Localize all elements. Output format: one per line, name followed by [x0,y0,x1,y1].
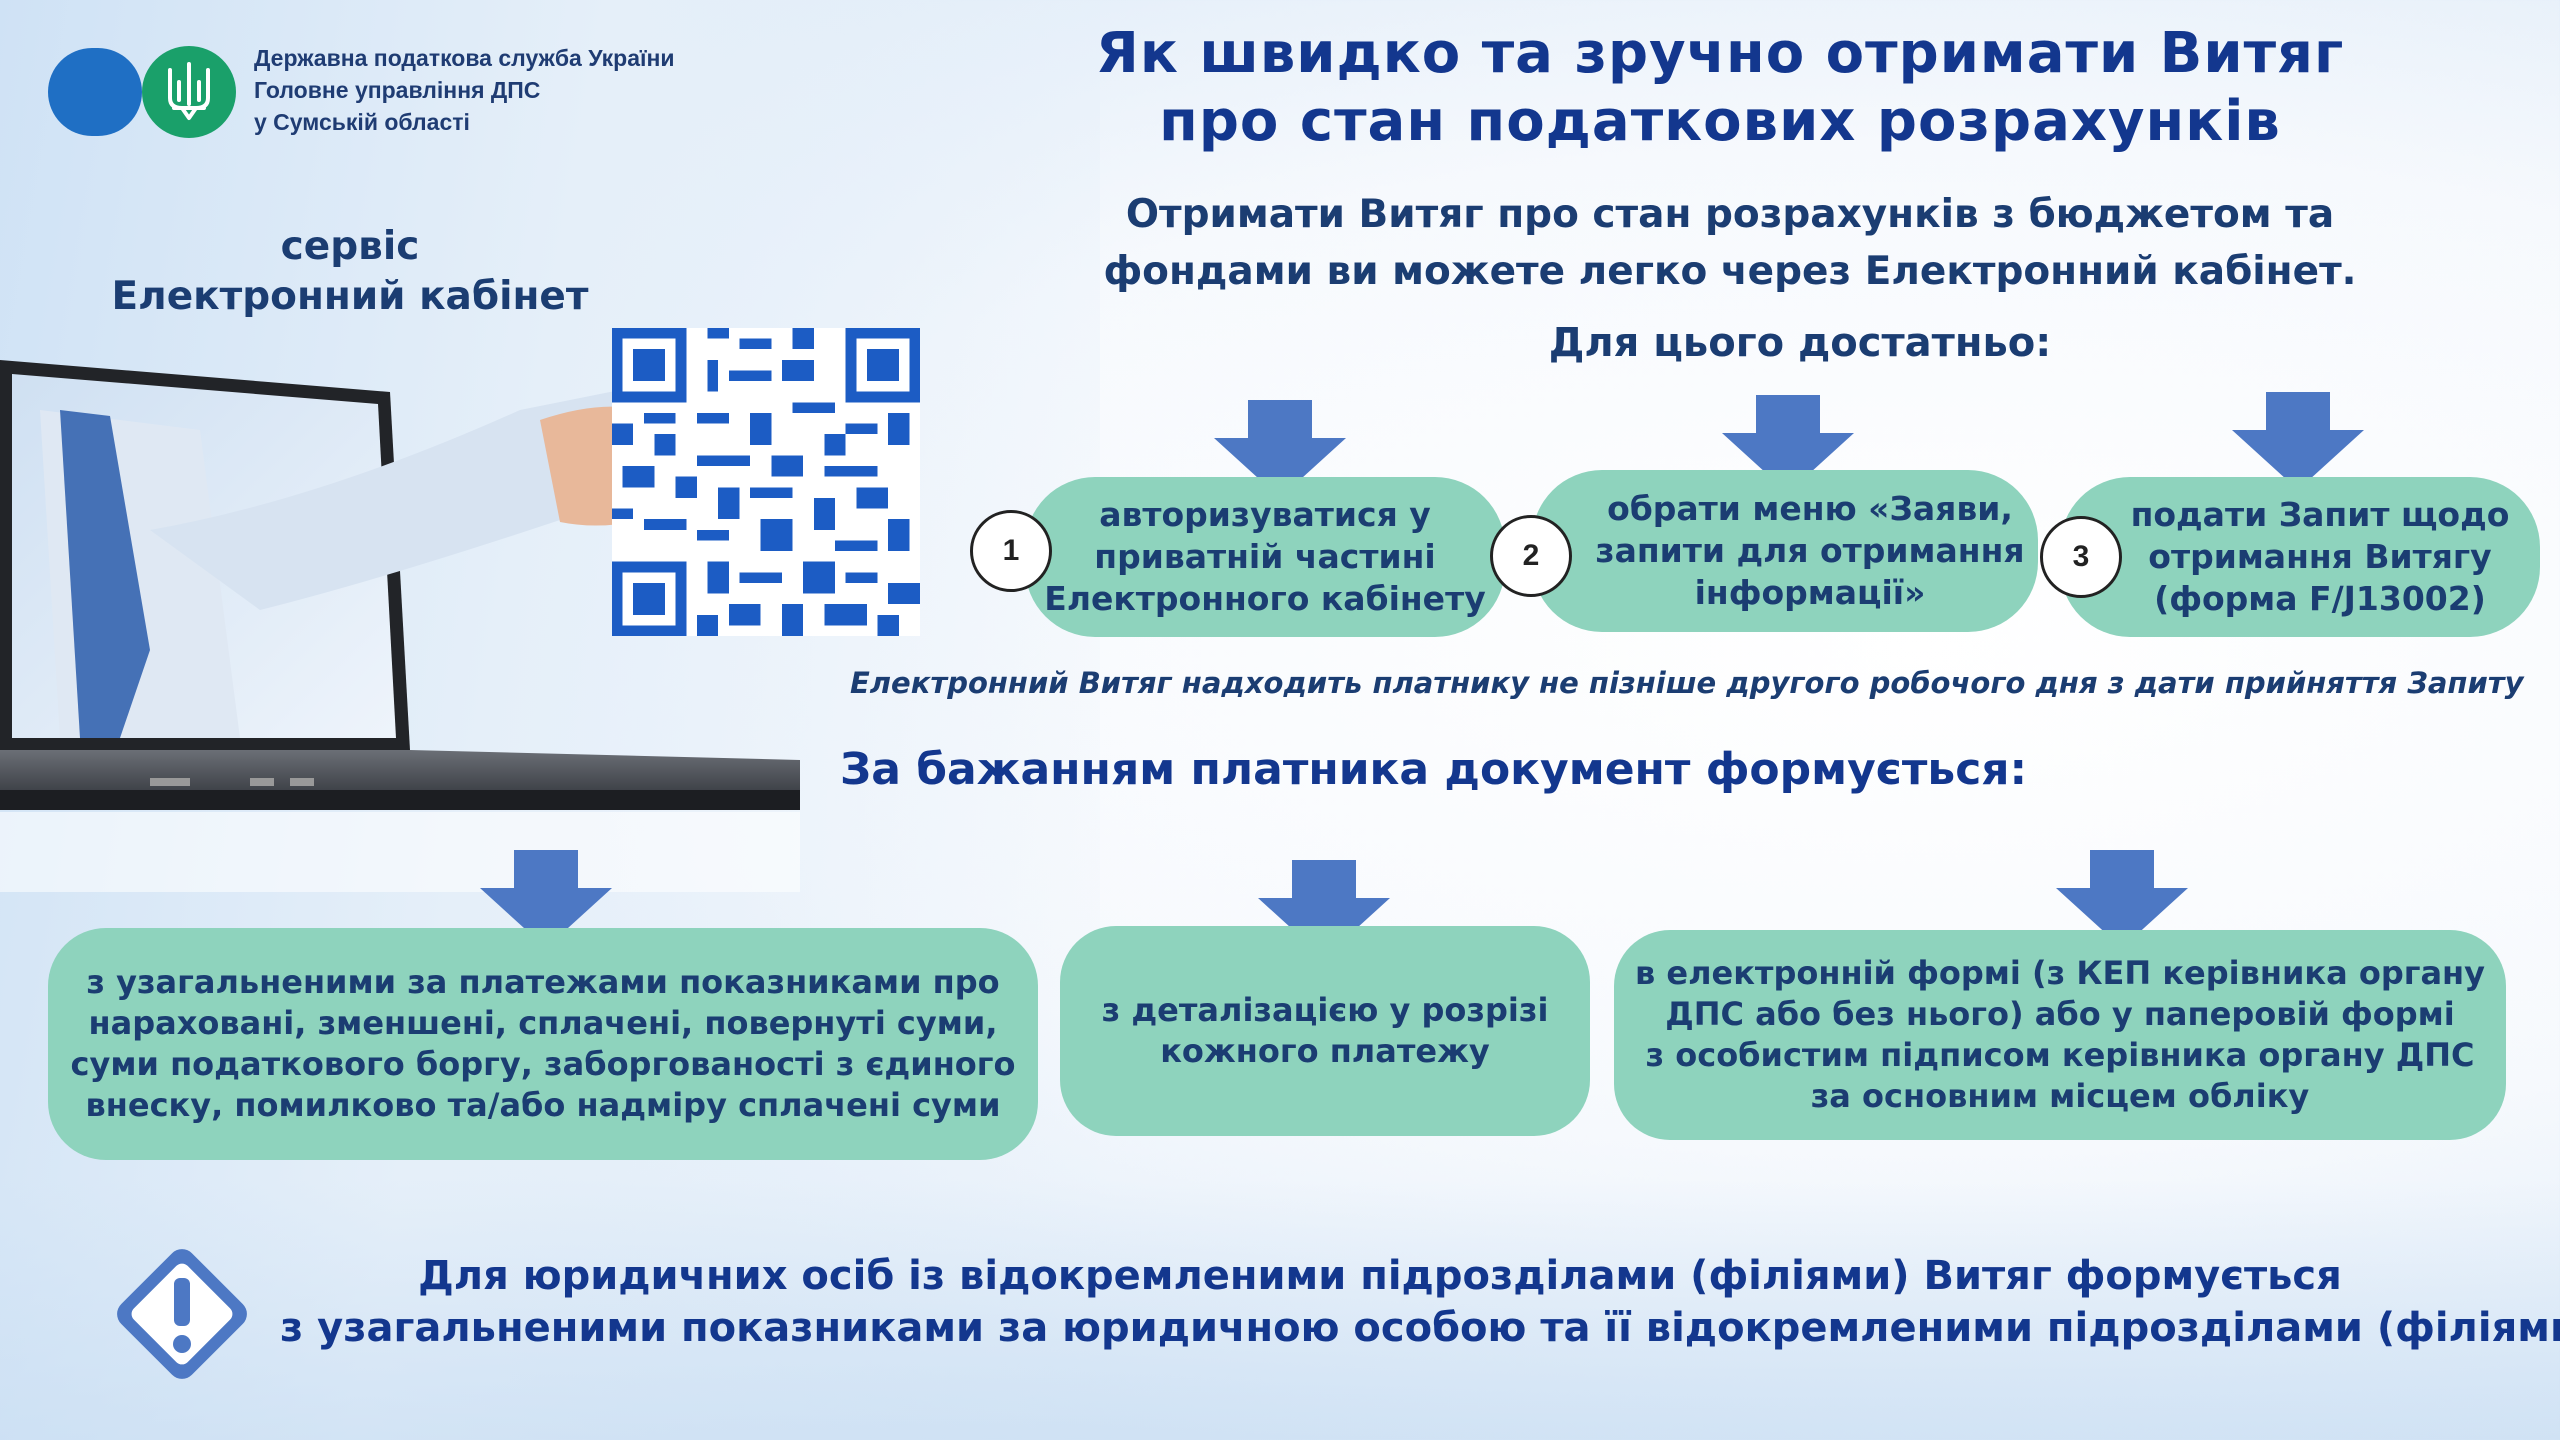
step-line: авторизуватися у [1099,495,1431,534]
option-line: ДПС або без нього) або у паперовій формі [1665,995,2455,1033]
footer-line: з узагальненими показниками за юридичною… [280,1305,2560,1351]
option-card: в електронній формі (з КЕП керівника орг… [1614,930,2506,1140]
step-line: подати Запит щодо [2130,495,2510,534]
step-line: обрати меню «Заяви, [1607,489,2013,528]
option-line: внеску, помилково та/або надміру сплачен… [85,1086,1001,1124]
footer-note: Для юридичних осіб із відокремленими під… [280,1250,2560,1354]
option-card: з деталізацією у розрізі кожного платежу [1060,926,1590,1136]
intro-text: Отримати Витяг про стан розрахунків з бю… [1060,186,2400,300]
intro-line: Отримати Витяг про стан розрахунків з бю… [1125,192,2335,237]
option-line: з особистим підписом керівника органу ДП… [1645,1036,2475,1074]
option-line: з узагальненими за платежами показниками… [86,963,1000,1001]
title-line: Як швидко та зручно отримати Витяг [1095,21,2345,86]
option-line: з деталізацією у розрізі [1101,991,1549,1029]
arrow-down-icon [1722,395,1854,493]
arrow-down-icon [2232,392,2364,490]
page-title: Як швидко та зручно отримати Витяг про с… [1040,20,2400,156]
org-line: у Сумській області [254,109,470,135]
option-line: нараховані, зменшені, сплачені, повернут… [88,1004,998,1042]
qr-code [612,328,920,636]
trident-icon [142,46,236,138]
step-line: запити для отримання [1595,531,2025,570]
step-number: 3 [2040,516,2122,598]
step-line: приватній частині [1094,537,1436,576]
options-heading: За бажанням платника документ формується… [840,744,2028,795]
option-line: суми податкового боргу, заборгованості з… [70,1045,1016,1083]
step-number: 2 [1490,515,1572,597]
option-line: в електронній формі (з КЕП керівника орг… [1634,954,2486,992]
arrow-down-icon [2056,850,2188,948]
option-line: кожного платежу [1160,1032,1490,1070]
service-line: Електронний кабінет [111,274,589,319]
arrow-down-icon [1214,400,1346,498]
step-line: отримання Витягу [2148,537,2492,576]
footer-line: Для юридичних осіб із відокремленими під… [418,1253,2342,1299]
step-card: обрати меню «Заяви, запити для отримання… [1532,470,2038,632]
org-line: Державна податкова служба України [254,45,675,71]
option-card: з узагальненими за платежами показниками… [48,928,1038,1160]
arrow-down-icon [480,850,612,948]
warning-icon [117,1249,247,1379]
delivery-note: Електронний Витяг надходить платнику не … [850,666,2524,700]
step-line: (форма F/J13002) [2154,579,2486,618]
option-line: за основним місцем обліку [1810,1077,2310,1115]
step-card: авторизуватися у приватній частині Елект… [1025,477,1505,637]
org-line: Головне управління ДПС [254,77,541,103]
enough-label: Для цього достатньо: [1548,320,2052,366]
intro-line: фондами ви можете легко через Електронни… [1103,249,2357,294]
background-bottom [0,1180,2560,1440]
organization-name: Державна податкова служба України Головн… [254,42,675,138]
step-line: Електронного кабінету [1044,579,1486,618]
service-label: сервіс Електронний кабінет [60,222,640,322]
step-number: 1 [970,510,1052,592]
title-line: про стан податкових розрахунків [1159,89,2281,154]
dps-logo [48,48,142,136]
step-card: подати Запит щодо отримання Витягу (форм… [2060,477,2540,637]
laptop-hand-image [0,360,800,892]
service-line: сервіс [280,224,420,269]
arrow-down-icon [1258,860,1390,958]
step-line: інформації» [1694,573,1926,612]
